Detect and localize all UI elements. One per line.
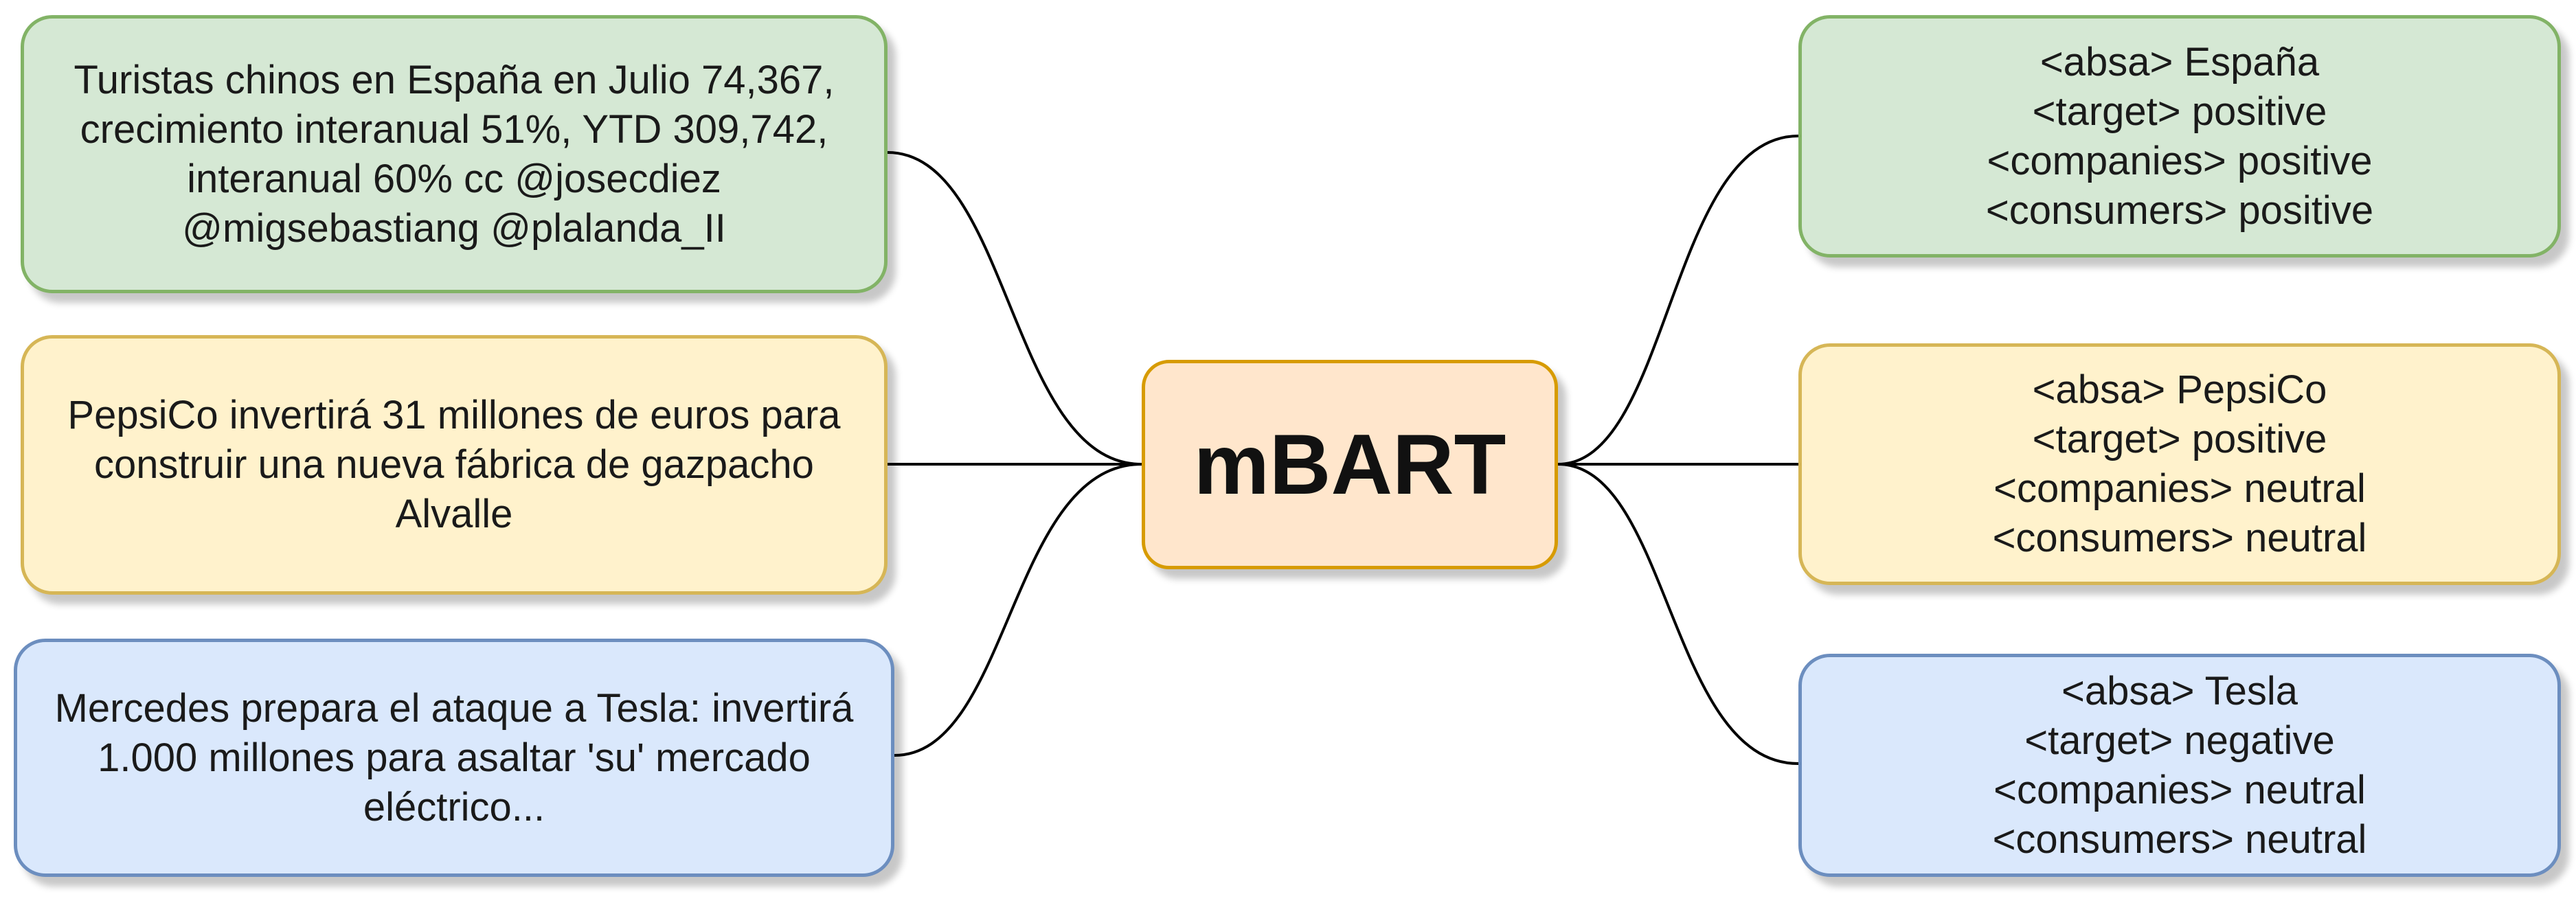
model-label: mBART	[1193, 417, 1506, 512]
output-2-target: <target> positive	[2032, 417, 2327, 461]
output-3-target: <target> negative	[2024, 718, 2335, 763]
output-2-companies: <companies> neutral	[1993, 466, 2366, 511]
output-2-absa: <absa> PepsiCo	[2032, 367, 2327, 412]
output-box-1: <absa> España <target> positive <compani…	[1798, 15, 2561, 258]
input-text-3: Mercedes prepara el ataque a Tesla: inve…	[54, 685, 854, 830]
output-lines-1: <absa> España <target> positive <compani…	[1958, 38, 2401, 236]
output-3-companies: <companies> neutral	[1993, 767, 2366, 812]
input-text-box-2: PepsiCo invertirá 31 millones de euros p…	[21, 335, 888, 595]
output-2-consumers: <consumers> neutral	[1992, 516, 2367, 560]
output-box-2: <absa> PepsiCo <target> positive <compan…	[1798, 343, 2561, 585]
connector-output-1	[1557, 135, 1799, 466]
output-1-consumers: <consumers> positive	[1985, 187, 2374, 233]
output-box-3: <absa> Tesla <target> negative <companie…	[1798, 654, 2561, 877]
connector-input-1	[887, 151, 1142, 466]
output-3-consumers: <consumers> neutral	[1992, 816, 2367, 862]
output-1-companies: <companies> positive	[1987, 138, 2373, 183]
input-text-2: PepsiCo invertirá 31 millones de euros p…	[67, 393, 841, 536]
output-lines-2: <absa> PepsiCo <target> positive <compan…	[1965, 365, 2395, 563]
output-lines-3: <absa> Tesla <target> negative <companie…	[1965, 667, 2395, 865]
output-1-absa: <absa> España	[2040, 39, 2320, 84]
input-text-box-1: Turistas chinos en España en Julio 74,36…	[21, 15, 888, 293]
output-3-absa: <absa> Tesla	[2061, 668, 2298, 713]
output-1-target: <target> positive	[2032, 89, 2327, 134]
connector-output-3	[1557, 463, 1799, 765]
input-text-1: Turistas chinos en España en Julio 74,36…	[74, 57, 835, 251]
model-box: mBART	[1142, 360, 1558, 569]
input-text-box-3: Mercedes prepara el ataque a Tesla: inve…	[14, 639, 894, 877]
connector-input-3	[894, 463, 1142, 757]
